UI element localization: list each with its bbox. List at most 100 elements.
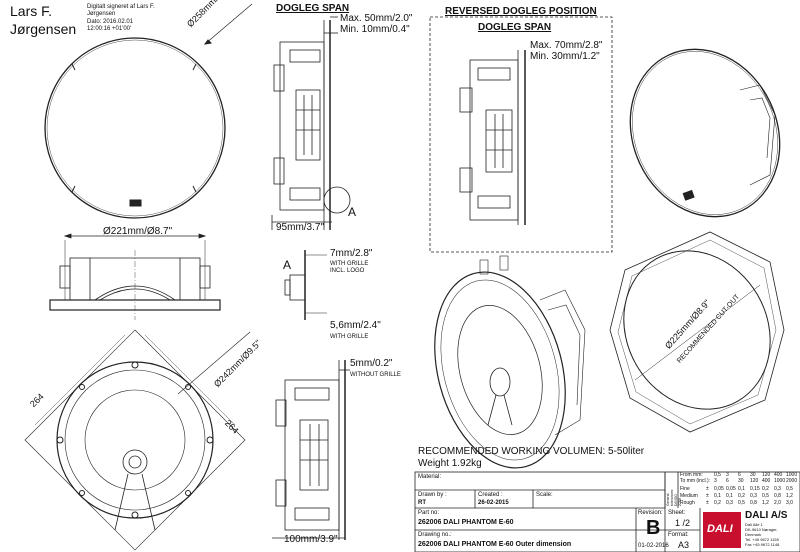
tol-to-cell: 3 [714, 478, 717, 484]
dogleg-min: Min. 10mm/0.4" [340, 24, 410, 35]
tb-drawing-label: Drawing no.: [418, 532, 452, 538]
signature-note-line3: Dato: 2016.02.01 [87, 19, 134, 25]
tol-value-cell: 0,15 [750, 486, 760, 492]
tol-value-cell: 1,2 [762, 500, 769, 506]
tb-sheet-label: Sheet: [668, 510, 686, 516]
tol-value-cell: 0,05 [714, 486, 724, 492]
tb-scale-label: Scale: [536, 492, 553, 498]
reversed-box [429, 16, 613, 253]
tol-from-cell: 0,5 [714, 472, 721, 478]
dogleg-span-title: DOGLEG SPAN [276, 3, 350, 14]
tol-to-cell: 1000 [774, 478, 786, 484]
tol-from-cell: 1000 [786, 472, 798, 478]
tol-row-label: Fine [680, 486, 690, 492]
signature-note-line2: Jørgensen [87, 11, 116, 17]
tb-tol-from-label: From mm: [680, 472, 703, 478]
tol-value-cell: 0,1 [738, 486, 745, 492]
dali-logo: DALI [703, 512, 741, 548]
depth-95-label: 95mm/3.7" [276, 222, 325, 233]
tol-from-cell: 120 [762, 472, 771, 478]
tol-row-sign: ± [706, 500, 709, 506]
tol-value-cell: 0,5 [762, 493, 769, 499]
tol-row-sign: ± [706, 493, 709, 499]
dogleg-max: Max. 50mm/2.0" [340, 13, 413, 24]
side-view-lower [272, 360, 350, 540]
detail-d3: 5mm/0.2" [350, 358, 393, 369]
tb-part-value: 262006 DALI PHANTOM E-60 [418, 519, 514, 526]
detail-d1: 7mm/2.8" [330, 248, 373, 259]
tb-drawn-label: Drawn by : [418, 492, 447, 498]
tol-value-cell: 0,8 [750, 500, 757, 506]
detail-a-label: A [283, 258, 292, 272]
detail-d2: 5,6mm/2.4" [330, 320, 381, 331]
reversed-max: Max. 70mm/2.8" [530, 40, 603, 51]
tol-row-label: Medium [680, 493, 698, 499]
tb-addr3: Denmark [745, 532, 762, 537]
tol-to-cell: 2000 [786, 478, 798, 484]
tol-to-cell: 400 [762, 478, 771, 484]
detail-d2-note: WITH GRILLE [330, 334, 369, 340]
grille-perspective [629, 48, 781, 218]
cutout-template [609, 231, 785, 433]
tol-value-cell: 0,1 [726, 493, 733, 499]
tol-value-cell: 0,1 [714, 493, 721, 499]
tb-created-value: 26-02-2015 [478, 500, 509, 506]
tb-addr5: Fax +45 9672 1148 [745, 542, 780, 547]
spec-volume: RECOMMENDED WORKING VOLUMEN: 5-50liter [418, 446, 645, 457]
tol-value-cell: 0,3 [750, 493, 757, 499]
reversed-subtitle: DOGLEG SPAN [478, 22, 552, 33]
detail-d1-note1: WITH GRILLE [330, 261, 369, 267]
tol-row-sign: ± [706, 486, 709, 492]
detail-a-view [284, 250, 327, 320]
tol-to-cell: 120 [750, 478, 759, 484]
tb-format-value: A3 [678, 540, 690, 550]
signature-note-line1: Digitalt signeret af Lars F. [87, 4, 155, 10]
tol-from-cell: 6 [738, 472, 741, 478]
tol-value-cell: 0,8 [774, 493, 781, 499]
front-view-diamond [24, 329, 251, 551]
tb-revision-date: 01-02-2016 [638, 543, 669, 549]
tol-from-cell: 3 [726, 472, 729, 478]
speaker-perspective [434, 255, 586, 469]
tol-from-cell: 400 [774, 472, 783, 478]
tb-drawing-value: 262006 DALI PHANTOM E-60 Outer dimension [418, 541, 572, 548]
tb-part-label: Part no: [418, 510, 440, 516]
detail-d1-note2: INCL. LOGO [330, 268, 365, 274]
grille-front-view [44, 3, 253, 219]
body-diameter-label: Ø221mm/Ø8.7" [103, 226, 173, 237]
tol-value-cell: 0,5 [786, 486, 793, 492]
tol-to-cell: 6 [726, 478, 729, 484]
signature-name-line2: Jørgensen [10, 21, 77, 37]
tol-value-cell: 0,5 [738, 500, 745, 506]
tol-value-cell: 0,3 [726, 500, 733, 506]
tol-value-cell: 0,3 [774, 486, 781, 492]
tb-material-label: Material: [418, 474, 442, 480]
depth-100-label: 100mm/3.9" [284, 534, 338, 545]
signature-name-line1: Lars F. [10, 3, 53, 19]
tol-value-cell: 0,05 [726, 486, 736, 492]
tb-addr1: Dali Allé 1 [745, 522, 763, 527]
tb-created-label: Created : [478, 492, 503, 498]
signature-note-line4: 12:00:16 +01'00' [87, 26, 132, 32]
tol-value-cell: 0,2 [714, 500, 721, 506]
tol-value-cell: 2,0 [774, 500, 781, 506]
body-front-view [49, 233, 221, 320]
tol-value-cell: 0,2 [762, 486, 769, 492]
tb-addr2: DK-9610 Nørager, [745, 527, 778, 532]
title-block-lines [414, 471, 800, 552]
tb-company: DALI A/S [745, 510, 788, 521]
tol-value-cell: 0,2 [738, 493, 745, 499]
tb-format-label: Format: [668, 532, 689, 538]
tol-value-cell: 3,0 [786, 500, 793, 506]
detail-a-marker: A [348, 205, 357, 219]
tol-value-cell: 1,2 [786, 493, 793, 499]
tb-addr4: Tel. +45 9672 1155 [745, 537, 779, 542]
tb-sheet-value: 1 /2 [675, 518, 691, 528]
tol-row-label: Rough [680, 500, 695, 506]
tol-from-cell: 30 [750, 472, 756, 478]
reversed-min: Min. 30mm/1.2" [530, 51, 600, 62]
reversed-side-view [459, 50, 526, 225]
tol-to-cell: 30 [738, 478, 744, 484]
